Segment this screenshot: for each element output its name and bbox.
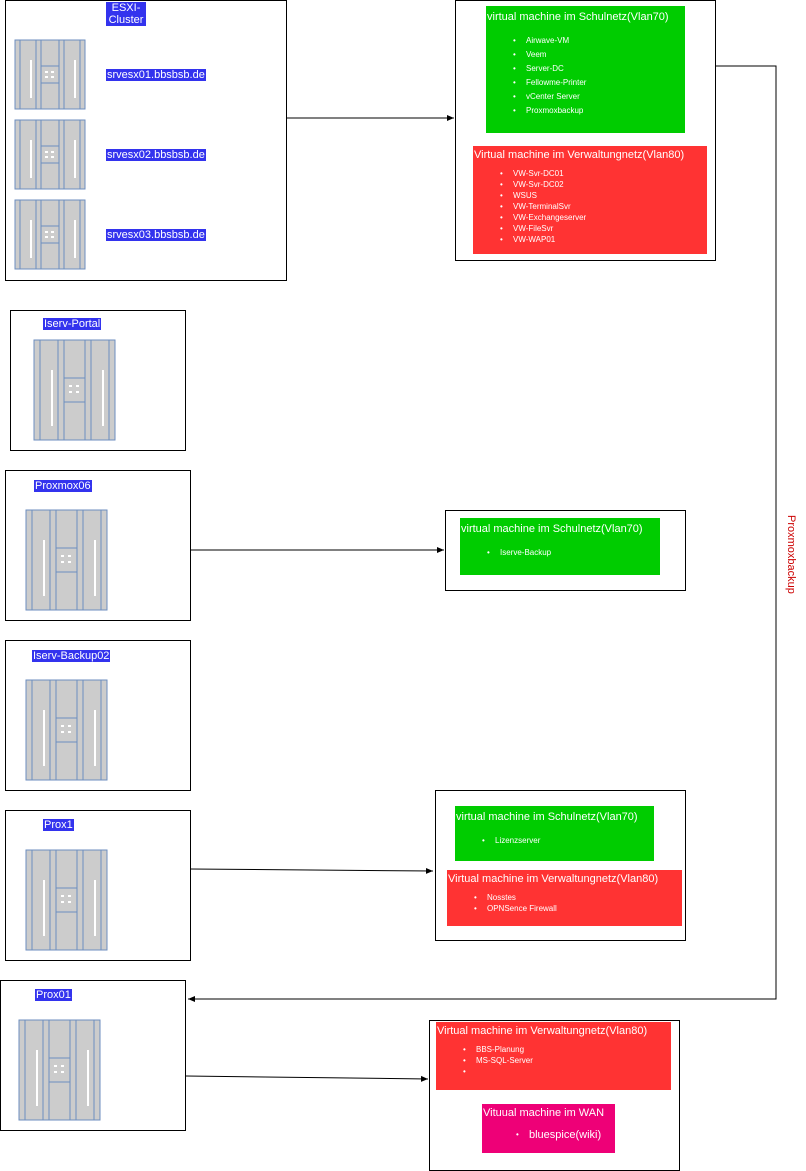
vm-item: Proxmoxbackup [513,105,685,116]
vm-item: OPNSence Firewall [474,903,682,914]
server-rack-icon [14,119,86,190]
vm-group-schulnetz: virtual machine im Schulnetz(Vlan70) Air… [486,6,685,133]
vm-group-title: virtual machine im Schulnetz(Vlan70) [456,811,638,823]
server-rack-icon [14,39,86,110]
server-icon [25,678,109,789]
vm-item: BBS-Planung [463,1044,671,1055]
vm-group-title: Vituual machine im WAN [483,1107,605,1119]
vm-item: MS-SQL-Server [463,1055,671,1066]
server-icon [14,38,86,116]
server-rack-icon [18,1019,101,1121]
server-rack-icon [25,849,108,951]
vm-group-title: virtual machine im Schulnetz(Vlan70) [461,523,643,535]
vm-item: VW-FileSvr [500,223,707,234]
server-icon [25,848,109,959]
server-icon [14,118,86,196]
esxi-host-label: srvesx03.bbsbsb.de [106,229,206,241]
vm-item: Server-DC [513,63,685,74]
vm-group-schulnetz: virtual machine im Schulnetz(Vlan70) Ise… [460,518,660,575]
vm-item [463,1066,671,1077]
vm-group-title: Virtual machine im Verwaltungnetz(Vlan80… [448,873,659,885]
server-title: Iserv-Backup02 [32,650,111,662]
vm-group-verwaltungnetz: Virtual machine im Verwaltungnetz(Vlan80… [447,870,682,926]
server-title: Prox1 [43,819,74,831]
server-rack-icon [25,679,108,781]
server-title: Iserv-Portal [43,318,102,330]
proxmoxbackup-label: Proxmoxbackup [785,515,797,594]
arrow-prox1-to-vms [189,867,434,874]
server-icon [14,198,86,276]
vm-item: VW-WAP01 [500,234,707,245]
vm-item: Fellowme-Printer [513,77,685,88]
vm-item: VW-Svr-DC01 [500,168,707,179]
vm-group-verwaltungnetz: Virtual machine im Verwaltungnetz(Vlan80… [436,1022,671,1090]
vm-item: VW-Svr-DC02 [500,179,707,190]
vm-group-wan: Vituual machine im WAN bluespice(wiki) [482,1104,615,1153]
esxi-host-label: srvesx02.bbsbsb.de [106,149,206,161]
vm-group-verwaltungnetz: Virtual machine im Verwaltungnetz(Vlan80… [473,146,707,254]
vm-item: Lizenzserver [482,835,654,846]
arrow-prox01-to-vms [185,1075,429,1082]
server-icon [33,338,117,449]
vm-group-title: Virtual machine im Verwaltungnetz(Vlan80… [437,1025,648,1037]
vm-item: Airwave-VM [513,35,685,46]
vm-item: WSUS [500,190,707,201]
server-title: Prox01 [35,989,72,1001]
server-rack-icon [14,199,86,270]
vm-item: Veem [513,49,685,60]
server-rack-icon [25,509,108,611]
server-icon [18,1018,102,1129]
vm-group-title: Virtual machine im Verwaltungnetz(Vlan80… [474,149,685,161]
vm-item: vCenter Server [513,91,685,102]
server-title: Proxmox06 [34,480,92,492]
esxi-host-label: srvesx01.bbsbsb.de [106,69,206,81]
esxi-cluster-title: ESXI-Cluster [106,2,146,26]
server-rack-icon [33,339,116,441]
vm-item: Nosstes [474,892,682,903]
vm-item: VW-TerminalSvr [500,201,707,212]
vm-group-title: virtual machine im Schulnetz(Vlan70) [487,11,669,23]
vm-item: VW-Exchangeserver [500,212,707,223]
vm-group-schulnetz: virtual machine im Schulnetz(Vlan70) Liz… [455,806,654,861]
vm-item: bluespice(wiki) [516,1129,615,1141]
vm-item: Iserve-Backup [487,547,660,558]
server-icon [25,508,109,619]
